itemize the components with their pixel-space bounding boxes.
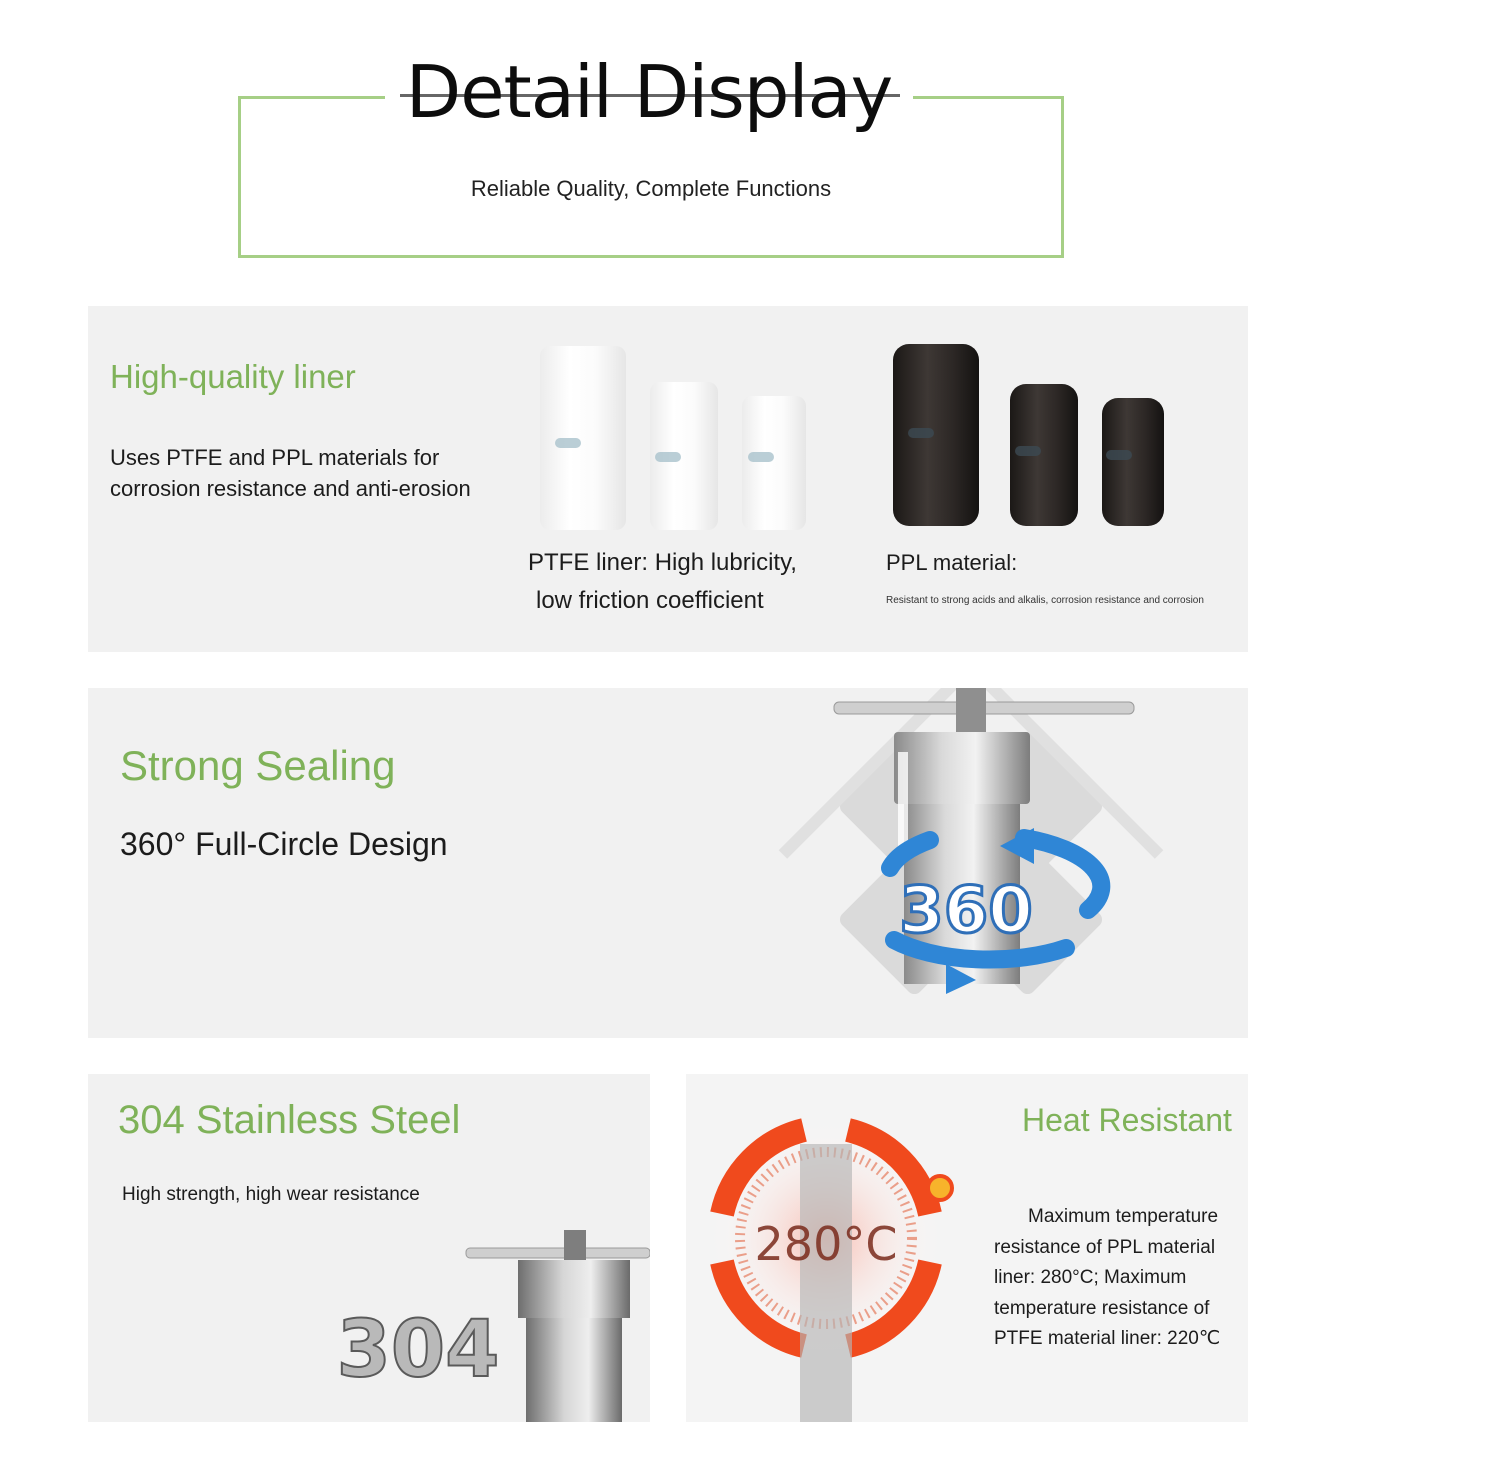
- ppl-caption-note: Resistant to strong acids and alkalis, c…: [886, 595, 1204, 606]
- sealing-title: Strong Sealing: [120, 742, 396, 789]
- brand-logo-icon: [555, 438, 581, 448]
- heat-description-block: Maximum temperature resistance of PPL ma…: [994, 1202, 1244, 1355]
- temperature-badge: 280°C: [755, 1217, 898, 1271]
- steel-grade-badge: 304: [337, 1305, 500, 1395]
- steel-title: 304 Stainless Steel: [118, 1098, 461, 1142]
- ptfe-caption: PTFE liner: High lubricity, low friction…: [528, 544, 848, 620]
- brand-logo-icon: [655, 452, 681, 462]
- liner-description: Uses PTFE and PPL materials for corrosio…: [110, 445, 471, 501]
- brand-logo-icon: [1015, 446, 1041, 456]
- page-title: Detail Display: [405, 50, 893, 134]
- rotation-arrow-icon: [881, 828, 1111, 994]
- header-title-rule: [400, 94, 900, 97]
- steel-subtitle: High strength, high wear resistance: [122, 1184, 420, 1205]
- heat-ring-icon: [710, 1118, 942, 1358]
- steel-reactor-illustration: 304: [336, 1230, 650, 1422]
- page-subtitle: Reliable Quality, Complete Functions: [470, 176, 832, 201]
- heat-title: Heat Resistant: [1022, 1102, 1232, 1138]
- sealing-subtitle: 360° Full-Circle Design: [120, 826, 448, 862]
- heat-gauge-illustration: 280°C: [708, 1118, 954, 1422]
- ptfe-liner-small-image: [742, 396, 806, 530]
- ppl-liner-large-image: [893, 344, 979, 526]
- ppl-liner-small-image: [1102, 398, 1164, 526]
- ptfe-liner-large-image: [540, 346, 626, 530]
- heat-description: Maximum temperature resistance of PPL ma…: [994, 1206, 1221, 1349]
- indicator-dot-icon: [926, 1174, 954, 1202]
- ptfe-caption-line-1: PTFE liner: High lubricity,: [528, 549, 797, 576]
- brand-logo-icon: [748, 452, 774, 462]
- brand-logo-icon: [908, 428, 934, 438]
- rotating-reactor-illustration: 360: [778, 688, 1164, 995]
- ptfe-caption-line-2: low friction coefficient: [536, 587, 764, 614]
- rotation-badge: 360: [899, 874, 1033, 948]
- ppl-caption-title: PPL material:: [886, 550, 1018, 575]
- brand-logo-icon: [1106, 450, 1132, 460]
- sealing-panel: [88, 688, 1248, 1038]
- liner-title: High-quality liner: [110, 358, 356, 395]
